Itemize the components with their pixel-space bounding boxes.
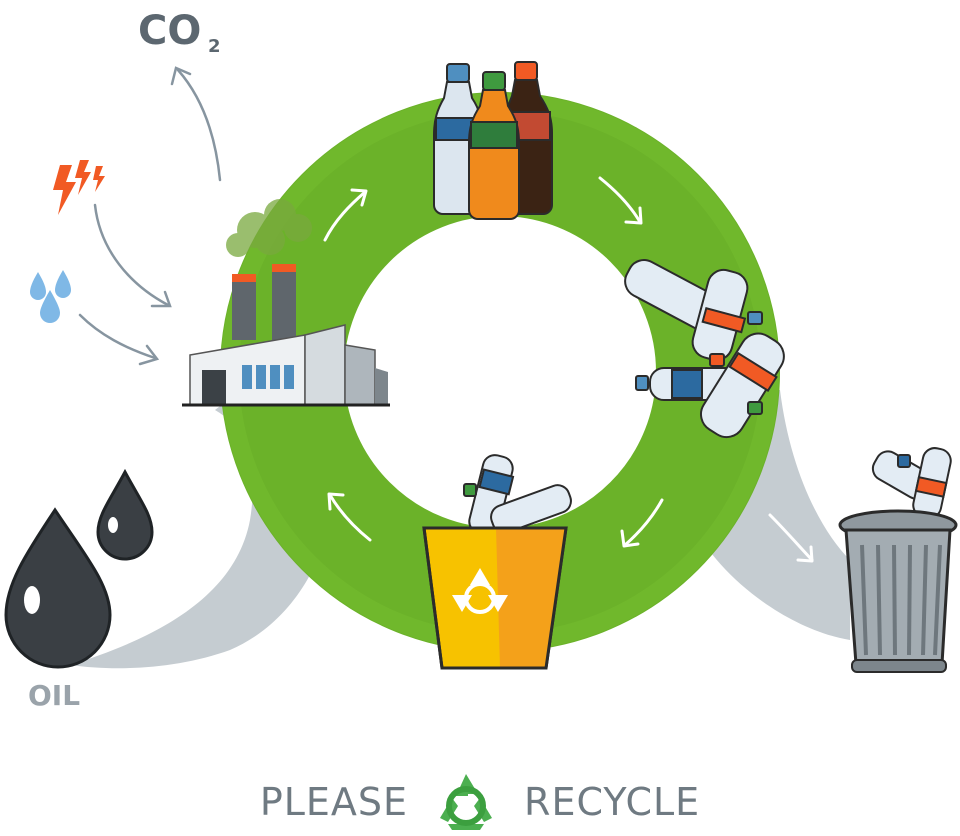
factory-icon xyxy=(182,264,390,407)
co2-label: CO 2 xyxy=(138,8,221,57)
cycle-arrows xyxy=(183,176,814,563)
trash-can-icon xyxy=(838,447,958,673)
arrow-icon xyxy=(170,66,222,182)
co2-subscript: 2 xyxy=(208,36,221,57)
bottles-icon xyxy=(433,61,553,220)
oil-drops-icon xyxy=(4,468,154,669)
recycle-icon xyxy=(440,774,493,830)
crushed-bottles-icon xyxy=(624,259,785,439)
arrow-icon xyxy=(93,203,172,308)
arrow-icon xyxy=(78,313,160,366)
water-drops-icon xyxy=(30,270,71,323)
arrow-icon xyxy=(598,176,643,225)
arrow-icon xyxy=(327,492,372,542)
arrow-icon xyxy=(183,508,225,552)
input-arrows xyxy=(78,66,222,366)
oil-label: OIL xyxy=(28,679,80,712)
footer-right-text: RECYCLE xyxy=(524,780,701,824)
arrow-icon xyxy=(620,498,664,548)
co2-text: CO xyxy=(138,8,201,54)
recycle-bin-icon xyxy=(422,454,572,670)
footer-slogan: PLEASE RECYCLE xyxy=(0,772,960,832)
arrow-icon xyxy=(323,188,368,242)
bin-recycle-symbol xyxy=(452,568,508,614)
footer-left-text: PLEASE xyxy=(259,780,409,824)
smoke-icon xyxy=(226,199,312,257)
lightning-icon xyxy=(53,160,105,215)
arrow-icon xyxy=(768,513,814,563)
